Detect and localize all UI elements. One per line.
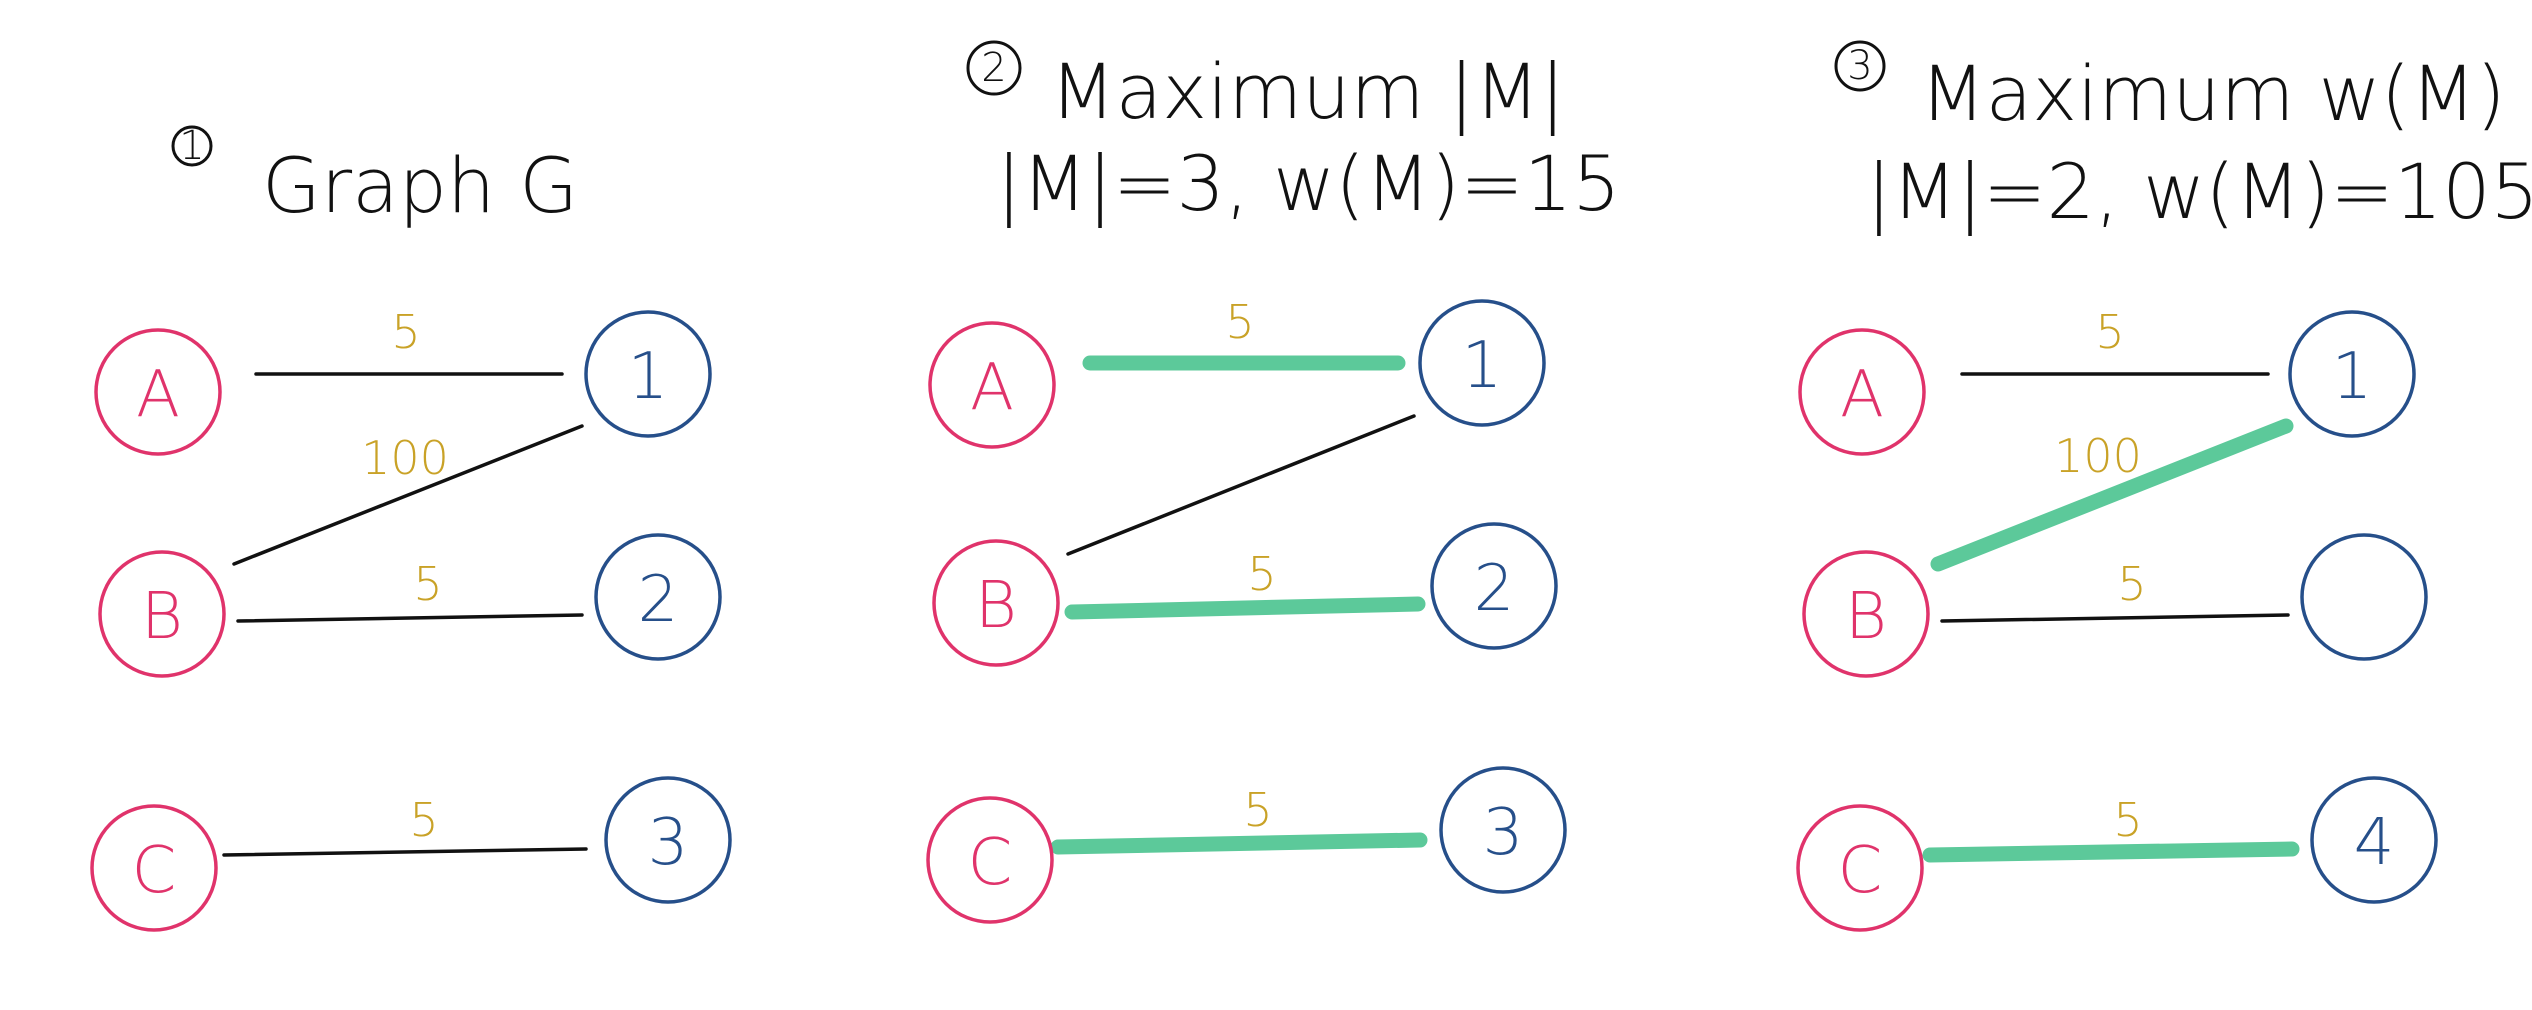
edge-weight-label: 5 [391, 305, 420, 359]
right-node [2310, 776, 2438, 904]
right-node [594, 533, 722, 661]
edge [222, 847, 588, 857]
panel-title: Maximum |M| [1050, 47, 1565, 137]
right-node-label: 2 [1474, 552, 1515, 626]
left-node [98, 550, 226, 678]
edge [232, 424, 584, 566]
panel-number-circle [171, 125, 213, 167]
left-node [926, 796, 1054, 924]
right-node-label: 3 [648, 806, 689, 880]
left-node [932, 539, 1060, 667]
panel-number: 3 [1847, 43, 1872, 89]
edge-weight-label: 5 [2117, 557, 2146, 611]
edge-weight-label: 5 [1247, 547, 1276, 601]
right-node-label: 1 [1462, 329, 1503, 403]
left-node-label: C [968, 826, 1013, 900]
edge-weight-label: 5 [413, 557, 442, 611]
edge-weight-label: 5 [1243, 783, 1272, 837]
edge-weight-label: 5 [2095, 305, 2124, 359]
left-node [928, 321, 1056, 449]
right-node-label: 4 [2354, 806, 2395, 880]
edge [1940, 613, 2290, 623]
panel-number-circle [966, 40, 1022, 96]
right-node [2288, 310, 2416, 438]
left-node-label: B [975, 569, 1017, 643]
edge-weight-label: 5 [1225, 295, 1254, 349]
panel-number: 1 [179, 123, 204, 169]
panel-number: 2 [981, 45, 1006, 91]
right-node-label: 1 [628, 340, 669, 414]
right-node [1430, 522, 1558, 650]
right-node [1439, 766, 1567, 894]
left-node-label: C [1838, 834, 1883, 908]
left-node [1798, 328, 1926, 456]
left-node-label: A [1840, 358, 1884, 432]
panel-subtitle: |M|=2, w(M)=105 [1866, 147, 2532, 237]
left-node [90, 804, 218, 932]
left-node-label: B [1845, 580, 1887, 654]
left-node [1802, 550, 1930, 678]
panel-title: Maximum w(M) [1920, 49, 2506, 138]
left-node-label: C [132, 834, 177, 908]
right-node-label: 1 [2332, 340, 2373, 414]
edge [236, 613, 584, 623]
left-node-label: A [970, 351, 1014, 425]
matched-edge [1922, 841, 2300, 863]
edge-weight-label: 100 [361, 431, 449, 485]
left-node [94, 328, 222, 456]
edge-weight-label: 5 [2113, 793, 2142, 847]
panel-number-circle [1834, 40, 1886, 92]
right-node-label: 2 [638, 563, 679, 637]
edge-weight-label: 100 [2054, 429, 2142, 483]
matched-edge [1930, 418, 2294, 572]
edge [1066, 414, 1416, 556]
right-node [2300, 533, 2428, 661]
left-node [1796, 804, 1924, 932]
matched-edge [1050, 832, 1428, 855]
right-node [1418, 299, 1546, 427]
left-node-label: B [141, 580, 183, 654]
matched-edge [1064, 596, 1426, 620]
edge-weight-label: 5 [409, 793, 438, 847]
panel-title: Graph G [262, 141, 578, 230]
left-node-label: A [136, 358, 180, 432]
right-node-label: 3 [1483, 796, 1524, 870]
right-node [604, 776, 732, 904]
panel-subtitle: |M|=3, w(M)=15 [996, 139, 1621, 229]
right-node [584, 310, 712, 438]
